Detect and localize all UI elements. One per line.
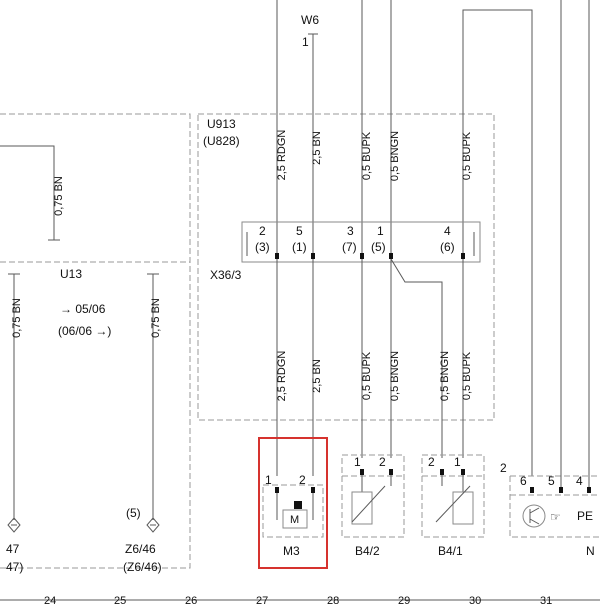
u913-label: U913 xyxy=(207,117,236,131)
b4-2-pin-left: 1 xyxy=(354,455,361,469)
wire-upper-bupk-2 xyxy=(462,9,533,476)
variable-resistor-arrow-2 xyxy=(435,485,471,523)
pe-pin-5: 5 xyxy=(548,474,555,488)
x36-label: X36/3 xyxy=(210,268,242,282)
x36-pin-4-num: 1 xyxy=(377,224,384,238)
wire-lower-label-1: 2,5 RDGN xyxy=(276,351,288,402)
wire-lower-bngn-2 xyxy=(390,258,443,458)
b4-1-outline xyxy=(421,454,485,538)
grid-number-29: 29 xyxy=(398,595,410,604)
w6-label: W6 xyxy=(301,13,319,27)
left-wire-label: 0,75 BN xyxy=(11,298,23,338)
m3-name: M3 xyxy=(283,544,300,558)
z6-ground-point xyxy=(146,517,160,533)
x36-pin-5-alt: (6) xyxy=(440,240,455,254)
grid-number-27: 27 xyxy=(256,595,268,604)
x36-pin-1-alt: (3) xyxy=(255,240,270,254)
z6-pin-label: (5) xyxy=(126,506,141,520)
x36-pin-4-terminal xyxy=(389,253,393,259)
x36-pin-2-num: 5 xyxy=(296,224,303,238)
x36-pin-3-terminal xyxy=(360,253,364,259)
w6-pin-label: 1 xyxy=(302,35,309,49)
pe-block-pin: 2 xyxy=(500,461,507,475)
grid-number-30: 30 xyxy=(469,595,481,604)
x36-pin-1-num: 2 xyxy=(259,224,266,238)
x36-pin-3-alt: (7) xyxy=(342,240,357,254)
m3-pin-1-terminal xyxy=(275,487,279,493)
b4-2-pin-left-terminal xyxy=(360,469,364,475)
wire-upper-label-5: 0,5 BUPK xyxy=(461,131,473,180)
grid-number-24: 24 xyxy=(44,595,56,604)
m3-pin-1: 1 xyxy=(265,473,272,487)
wire-lower-label-5: 0,5 BNGN xyxy=(439,351,451,401)
grid-number-25: 25 xyxy=(114,595,126,604)
x36-connector-block xyxy=(241,221,481,263)
m3-component-box xyxy=(262,484,324,538)
motor-brush-icon xyxy=(294,501,302,509)
wire-lower-label-4: 0,5 BNGN xyxy=(389,351,401,401)
x36-pin-5-terminal xyxy=(461,253,465,259)
left-ground-code-alt: 47) xyxy=(6,560,23,574)
u913-alt-label: (U828) xyxy=(203,134,240,148)
variable-resistor-icon xyxy=(351,491,373,525)
hand-pointer-icon: ☞ xyxy=(550,510,561,524)
pe-pin-4-terminal xyxy=(587,487,591,493)
wire-upper-label-2: 2,5 BN xyxy=(311,131,323,165)
b4-2-name: B4/2 xyxy=(355,544,380,558)
transistor-icon xyxy=(522,504,546,528)
x36-pin-4-alt: (5) xyxy=(371,240,386,254)
pe-block-outline xyxy=(509,475,600,538)
wire-lower-label-2: 2,5 BN xyxy=(311,359,323,393)
left-ground-code: 47 xyxy=(6,542,20,556)
x36-pin-2-alt: (1) xyxy=(292,240,307,254)
motor-symbol: M xyxy=(290,514,299,526)
grid-number-28: 28 xyxy=(327,595,339,604)
b4-2-pin-right: 2 xyxy=(379,455,386,469)
x36-pin-1-terminal xyxy=(275,253,279,259)
grid-number-31: 31 xyxy=(540,595,552,604)
u913-module-outline xyxy=(197,113,495,421)
u13-upper-wire-label: 0,75 BN xyxy=(53,176,65,216)
motor-icon xyxy=(282,509,308,529)
u13-module-outline xyxy=(0,113,191,569)
grid-number-26: 26 xyxy=(185,595,197,604)
wire-lower-label-6: 0,5 BUPK xyxy=(461,351,473,400)
z6-name-alt: (Z6/46) xyxy=(123,560,162,574)
x36-pin-3-num: 3 xyxy=(347,224,354,238)
m3-pin-2: 2 xyxy=(299,473,306,487)
b4-1-pin-left-terminal xyxy=(440,469,444,475)
b4-1-pin-right: 1 xyxy=(454,455,461,469)
left-ground-point xyxy=(7,517,21,533)
m3-highlight-frame xyxy=(258,437,328,569)
wire-upper-label-3: 0,5 BUPK xyxy=(361,131,373,180)
pe-pin-4: 4 xyxy=(576,474,583,488)
pe-name: PE xyxy=(577,509,593,523)
pe-pin-6-terminal xyxy=(530,487,534,493)
right-wire-label: 0,75 BN xyxy=(150,298,162,338)
b4-2-outline xyxy=(341,454,405,538)
pe-pin-5-terminal xyxy=(559,487,563,493)
u13-note-2: (06/06 →) xyxy=(58,324,111,338)
x36-pin-2-terminal xyxy=(311,253,315,259)
variable-resistor-icon-2 xyxy=(452,491,474,525)
wire-lower-label-3: 0,5 BUPK xyxy=(361,351,373,400)
transistor-emitter xyxy=(529,518,540,525)
x36-pin-5-num: 4 xyxy=(444,224,451,238)
pe-pin-6: 6 xyxy=(520,474,527,488)
u13-note-1: → 05/06 xyxy=(60,302,106,316)
m3-pin-2-terminal xyxy=(311,487,315,493)
b4-2-pin-right-terminal xyxy=(389,469,393,475)
z6-name: Z6/46 xyxy=(125,542,156,556)
b4-1-pin-right-terminal xyxy=(461,469,465,475)
variable-resistor-arrow xyxy=(351,485,386,523)
transistor-collector xyxy=(529,507,540,514)
wire-upper-label-1: 2,5 RDGN xyxy=(276,130,288,181)
b4-1-name: B4/1 xyxy=(438,544,463,558)
wire-upper-label-4: 0,5 BNGN xyxy=(389,131,401,181)
u13-upper-wire xyxy=(0,145,55,240)
b4-1-pin-left: 2 xyxy=(428,455,435,469)
pe-side-letter: N xyxy=(586,544,595,558)
u13-label: U13 xyxy=(60,267,82,281)
